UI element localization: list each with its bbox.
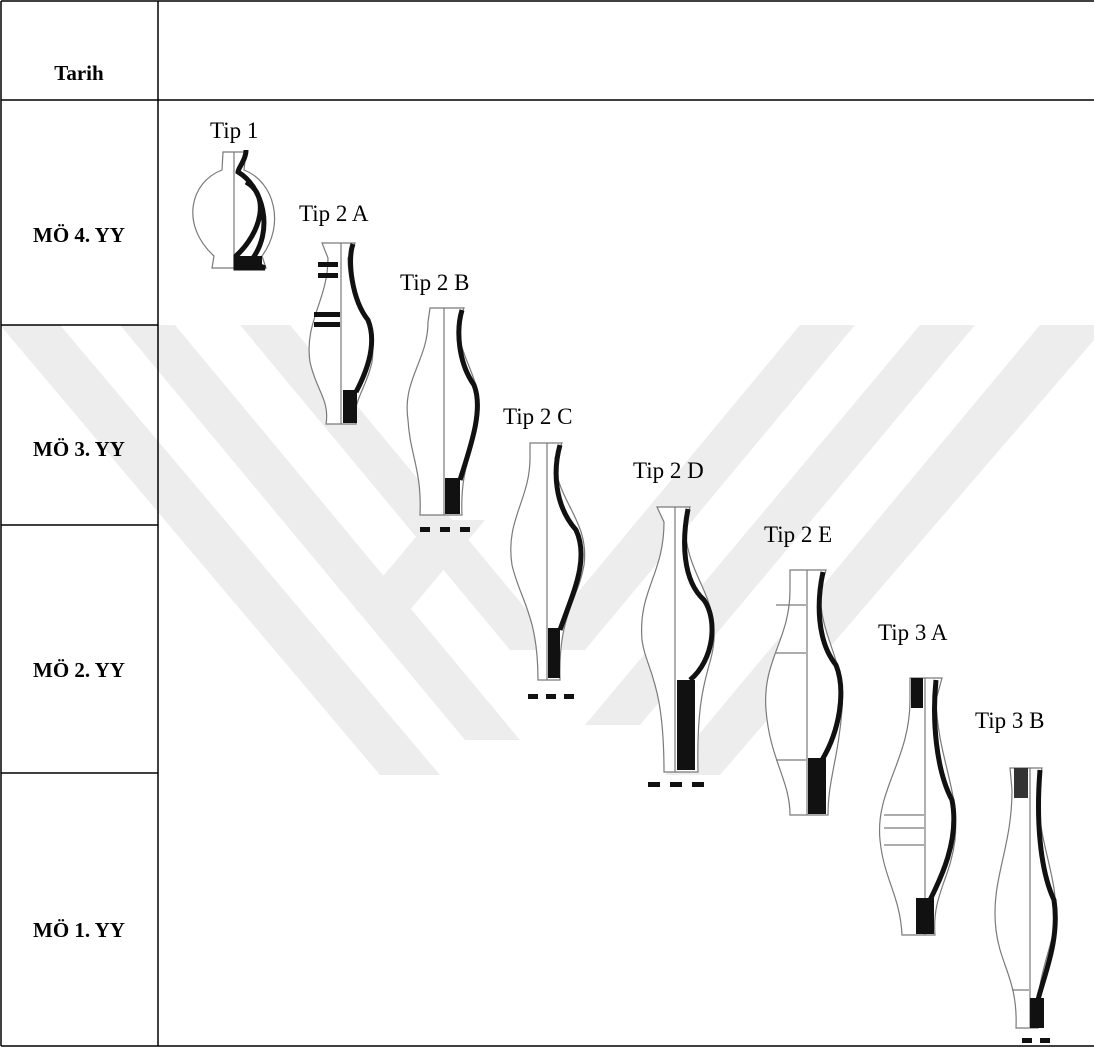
scale-bar-tip-2b — [420, 527, 470, 532]
vessel-tip-2b — [406, 307, 480, 516]
vessel-tip-1 — [192, 149, 276, 271]
type-label-tip-3a: Tip 3 A — [878, 620, 948, 645]
scale-bar-tip-2d — [648, 782, 704, 787]
type-label-tip-2b: Tip 2 B — [400, 270, 470, 295]
type-label-tip-1: Tip 1 — [210, 118, 259, 143]
vessel-tip-3b — [994, 767, 1058, 1029]
vessel-tip-3a — [878, 677, 957, 936]
vessel-tip-2a — [308, 242, 375, 425]
vessel-tip-2e — [765, 569, 844, 816]
type-label-tip-2e: Tip 2 E — [764, 522, 833, 547]
type-label-tip-2a: Tip 2 A — [299, 201, 369, 226]
period-label-2nd-century: MÖ 2. YY — [33, 658, 125, 682]
vessel-tip-2c — [510, 442, 586, 681]
column-header-tarih: Tarih — [54, 61, 104, 85]
type-label-tip-2c: Tip 2 C — [503, 404, 573, 429]
period-label-4th-century: MÖ 4. YY — [33, 223, 125, 247]
watermark-logo — [0, 325, 1094, 775]
period-label-1st-century: MÖ 1. YY — [33, 918, 125, 942]
type-label-tip-2d: Tip 2 D — [633, 458, 704, 483]
type-label-tip-3b: Tip 3 B — [975, 708, 1045, 733]
vessel-tip-2d — [640, 506, 715, 773]
scale-bar-tip-2c — [528, 694, 574, 699]
period-label-3rd-century: MÖ 3. YY — [33, 437, 125, 461]
scale-bar-tip-3b — [1022, 1038, 1050, 1043]
